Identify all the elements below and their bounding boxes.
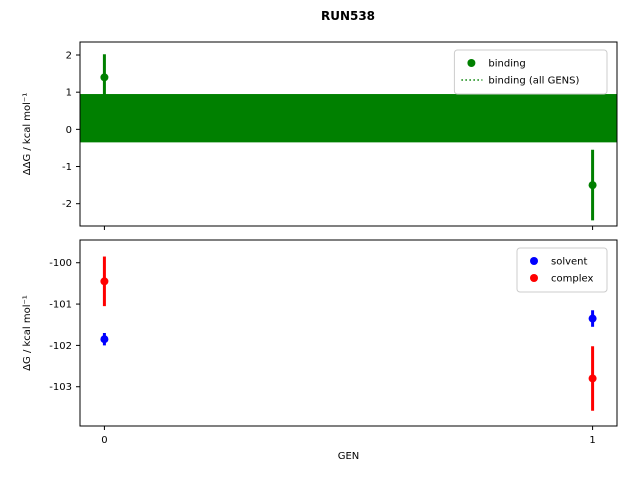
axes-frame	[79, 41, 618, 227]
legend-box	[453, 49, 608, 95]
legend-label: binding (all GENS)	[488, 76, 579, 87]
binding-point	[588, 181, 597, 190]
complex-point	[588, 374, 597, 383]
legend-marker-binding	[467, 59, 476, 67]
legend-label: solvent	[551, 257, 588, 268]
x-axis-label: GEN	[338, 451, 360, 462]
legend-label: binding	[488, 59, 525, 70]
x-tick-label: 0	[101, 435, 107, 446]
legend-box	[516, 247, 608, 293]
complex-point	[100, 277, 109, 286]
y-tick-label: 0	[66, 125, 72, 136]
y-tick-label: -1	[62, 162, 72, 173]
solvent-point	[100, 335, 109, 344]
axes-frame	[79, 239, 618, 427]
y-tick-label: -100	[49, 258, 72, 269]
y-axis-label: ΔG / kcal mol⁻¹	[22, 295, 33, 371]
legend-marker-complex	[530, 274, 538, 282]
y-axis-label: ΔΔG / kcal mol⁻¹	[22, 93, 33, 175]
y-tick-label: -102	[49, 341, 72, 352]
y-tick-label: -101	[49, 300, 72, 311]
binding-point	[100, 73, 109, 82]
legend-label: complex	[551, 274, 593, 285]
y-tick-label: -103	[49, 382, 72, 393]
uncertainty-band	[80, 94, 617, 143]
x-tick-label: 1	[589, 435, 595, 446]
solvent-point	[588, 314, 597, 323]
y-tick-label: 1	[66, 88, 72, 99]
y-tick-label: 2	[66, 51, 72, 62]
y-tick-label: -2	[62, 199, 72, 210]
chart-title: RUN538	[321, 9, 375, 23]
legend-marker-solvent	[530, 257, 538, 265]
